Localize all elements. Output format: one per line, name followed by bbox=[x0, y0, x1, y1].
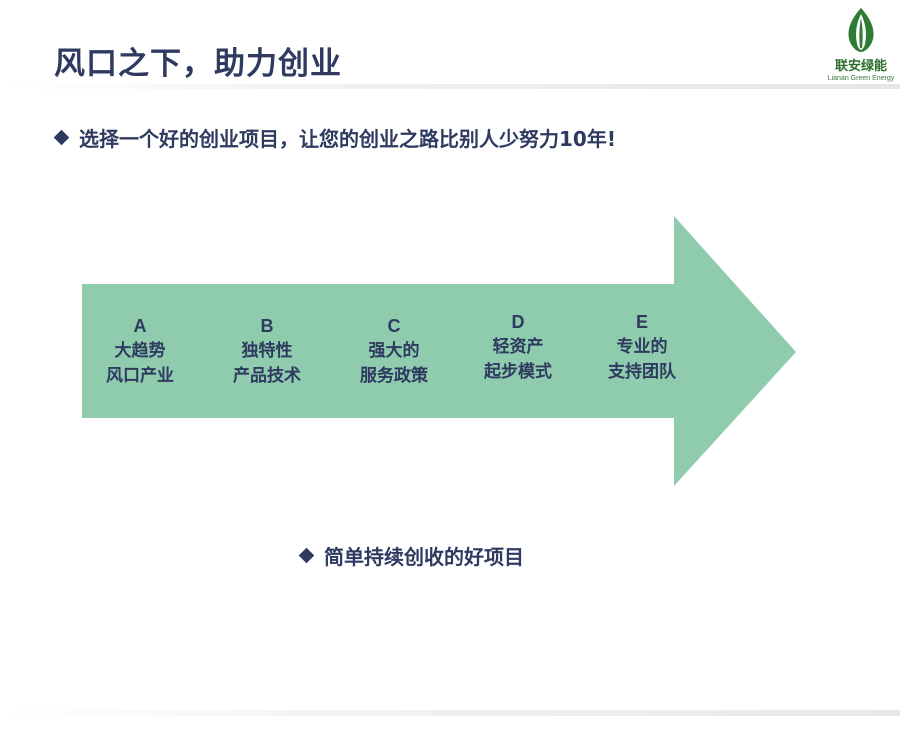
diamond-bullet-icon bbox=[298, 547, 315, 564]
step-line1: 轻资产 bbox=[492, 337, 544, 357]
process-arrow bbox=[82, 216, 796, 486]
page-title: 风口之下，助力创业 bbox=[54, 46, 342, 82]
step-line2: 支持团队 bbox=[608, 362, 676, 382]
step-e: E 专业的 支持团队 bbox=[582, 310, 702, 385]
footer-divider bbox=[0, 710, 900, 716]
step-letter: E bbox=[635, 312, 648, 332]
logo-name-cn: 联安绿能 bbox=[834, 59, 887, 74]
step-line2: 起步模式 bbox=[484, 362, 552, 382]
step-line2: 服务政策 bbox=[360, 366, 428, 386]
step-line1: 强大的 bbox=[368, 341, 420, 361]
step-line1: 大趋势 bbox=[114, 341, 166, 361]
main-bullet: 选择一个好的创业项目，让您的创业之路比别人少努力10年! bbox=[53, 123, 616, 152]
company-logo: 联安绿能 Lianan Green Energy bbox=[826, 6, 896, 86]
header-divider bbox=[0, 84, 900, 89]
step-c: C 强大的 服务政策 bbox=[334, 314, 454, 389]
diamond-bullet-icon bbox=[53, 129, 70, 146]
step-line1: 专业的 bbox=[616, 337, 668, 357]
step-b: B 独特性 产品技术 bbox=[207, 314, 327, 389]
step-a: A 大趋势 风口产业 bbox=[80, 314, 200, 389]
leaf-icon bbox=[848, 8, 874, 52]
step-letter: C bbox=[387, 316, 401, 336]
main-bullet-text: 选择一个好的创业项目，让您的创业之路比别人少努力10年! bbox=[79, 127, 616, 151]
step-letter: D bbox=[511, 312, 525, 332]
step-d: D 轻资产 起步模式 bbox=[458, 310, 578, 385]
step-letter: A bbox=[133, 316, 147, 336]
step-line2: 风口产业 bbox=[106, 366, 174, 386]
step-line2: 产品技术 bbox=[233, 366, 301, 386]
logo-name-en: Lianan Green Energy bbox=[827, 75, 895, 82]
step-line1: 独特性 bbox=[241, 341, 293, 361]
bottom-bullet-text: 简单持续创收的好项目 bbox=[324, 545, 524, 569]
step-letter: B bbox=[260, 316, 274, 336]
bottom-bullet: 简单持续创收的好项目 bbox=[298, 541, 524, 570]
